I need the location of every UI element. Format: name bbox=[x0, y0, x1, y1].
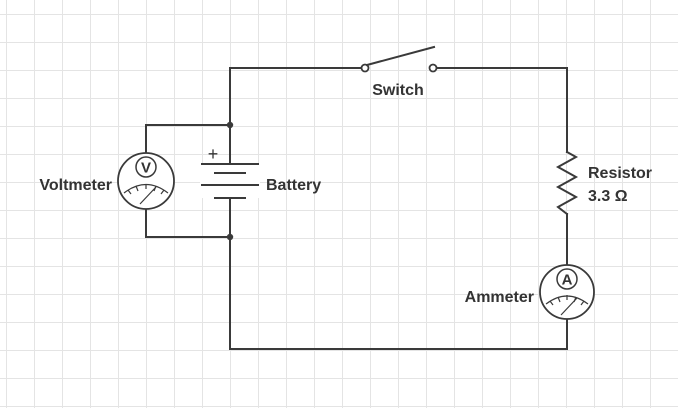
voltmeter-tick bbox=[160, 189, 165, 195]
voltmeter-needle bbox=[139, 186, 157, 205]
ammeter-symbol: A bbox=[562, 272, 573, 289]
voltmeter-tick bbox=[127, 189, 132, 195]
ammeter-label: Ammeter bbox=[465, 289, 534, 306]
ammeter-tick bbox=[557, 296, 561, 303]
voltmeter-symbol: V bbox=[141, 160, 151, 177]
voltmeter: V Voltmeter bbox=[39, 152, 175, 210]
resistor-value: 3.3 Ω bbox=[588, 188, 628, 205]
battery: + Battery bbox=[200, 144, 321, 206]
wire-top-right bbox=[434, 67, 568, 153]
voltmeter-dial bbox=[117, 152, 175, 210]
resistor-zigzag bbox=[555, 150, 579, 216]
junction-dot-top bbox=[226, 121, 234, 129]
battery-gap bbox=[200, 163, 260, 198]
wire-top-left bbox=[229, 67, 363, 164]
switch-contact-right bbox=[428, 63, 438, 73]
resistor: Resistor 3.3 Ω bbox=[555, 150, 652, 216]
battery-plus-sign: + bbox=[208, 144, 219, 164]
resistor-label: Resistor bbox=[588, 165, 652, 182]
wire-bottom bbox=[229, 197, 568, 350]
switch-lever bbox=[365, 45, 436, 67]
junction-dot-bottom bbox=[226, 233, 234, 241]
ammeter-letter-ring bbox=[556, 268, 578, 290]
voltmeter-tick bbox=[135, 185, 139, 192]
voltmeter-label: Voltmeter bbox=[39, 177, 112, 194]
ammeter-tick bbox=[549, 300, 554, 306]
switch-label: Switch bbox=[372, 82, 424, 99]
ammeter: A Ammeter bbox=[465, 264, 595, 320]
ammeter-dial bbox=[539, 264, 595, 320]
ammeter-needle bbox=[560, 297, 578, 316]
wire-voltmeter-top bbox=[145, 124, 231, 154]
wire-voltmeter-bottom bbox=[145, 208, 231, 238]
battery-label: Battery bbox=[266, 177, 321, 194]
switch-contact-left bbox=[360, 63, 370, 73]
switch: Switch bbox=[360, 45, 438, 99]
voltmeter-letter-ring bbox=[135, 156, 157, 178]
ammeter-tick bbox=[580, 300, 585, 306]
wires bbox=[145, 67, 568, 350]
